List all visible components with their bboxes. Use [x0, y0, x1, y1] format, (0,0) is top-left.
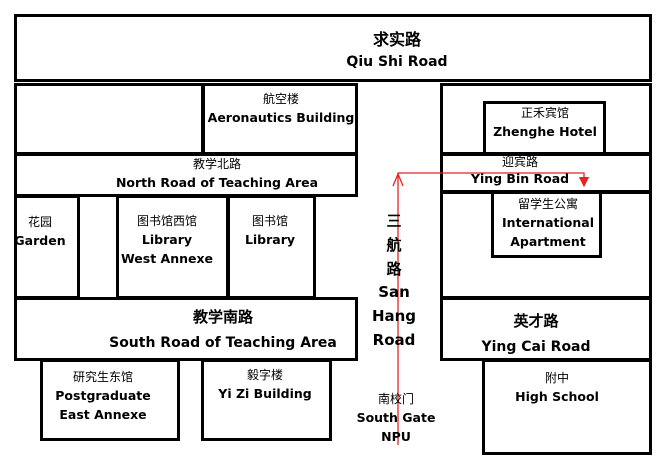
library-cn: 图书馆: [251, 214, 288, 228]
library-label: 图书馆 Library: [245, 214, 295, 248]
zhenghe-label: 正禾宾馆 Zhenghe Hotel: [493, 106, 597, 140]
library-block: [227, 195, 316, 299]
ying-cai-road-label: 英才路 Ying Cai Road: [481, 312, 590, 356]
yizi-label: 毅字楼 Yi Zi Building: [218, 368, 311, 402]
postgraduate-cn: 研究生东馆: [72, 370, 134, 384]
international-apartment-block: [491, 191, 602, 258]
ying-bin-road-en: Ying Bin Road: [470, 171, 570, 186]
south-teaching-road-en: South Road of Teaching Area: [109, 334, 337, 351]
san-hang-cn3: 路: [386, 259, 402, 278]
san-hang-en3: Road: [372, 330, 416, 349]
south-teaching-road-block: [14, 297, 358, 361]
route-start-arrow: [392, 172, 404, 187]
san-hang-cn1: 三: [386, 212, 402, 230]
international-en2: Apartment: [510, 233, 586, 249]
garden-cn: 花园: [27, 215, 52, 229]
postgraduate-en1: Postgraduate: [55, 388, 151, 403]
garden-label: 花园 Garden: [14, 215, 65, 249]
high-school-block: [482, 359, 652, 455]
yizi-cn: 毅字楼: [246, 368, 283, 382]
postgraduate-block: [40, 359, 180, 441]
qiu-shi-road-block: [14, 14, 652, 82]
south-gate-cn: 南校门: [377, 392, 414, 406]
south-teaching-road-cn: 教学南路: [192, 308, 253, 326]
library-west-en2: West Annexe: [120, 250, 214, 266]
south-gate-label: 南校门 South Gate NPU: [357, 392, 436, 444]
aeronautics-label: 航空楼 Aeronautics Building: [208, 92, 355, 126]
san-hang-road-label: 三 航 路 San Hang Road: [372, 212, 416, 350]
south-teaching-road-label: 教学南路 South Road of Teaching Area: [109, 308, 337, 352]
library-en: Library: [244, 232, 296, 247]
ying-bin-road-label: 迎宾路 Ying Bin Road: [471, 155, 569, 187]
south-gate-en1: South Gate: [356, 410, 436, 425]
international-en1: International: [502, 215, 594, 230]
international-label: 留学生公寓 International Apartment: [502, 197, 594, 249]
garden-en: Garden: [14, 233, 66, 248]
qiu-shi-road-cn: 求实路: [372, 30, 422, 49]
yizi-en: Yi Zi Building: [218, 386, 312, 401]
high-school-en: High School: [515, 389, 599, 404]
san-hang-en2: Hang: [371, 307, 417, 325]
aeronautics-cn: 航空楼: [262, 92, 299, 106]
north-teaching-road-cn: 教学北路: [192, 157, 241, 171]
international-cn: 留学生公寓: [517, 197, 578, 211]
postgraduate-en2: East Annexe: [59, 406, 147, 422]
postgraduate-label: 研究生东馆 Postgraduate East Annexe: [55, 370, 150, 422]
high-school-cn: 附中: [544, 371, 569, 385]
ying-cai-road-en: Ying Cai Road: [481, 338, 591, 355]
san-hang-cn2: 航: [386, 235, 402, 254]
qiu-shi-road-en: Qiu Shi Road: [346, 54, 448, 70]
aeronautics-en: Aeronautics Building: [207, 110, 355, 125]
south-gate-en2: NPU: [381, 428, 411, 444]
san-hang-en1: San: [378, 283, 410, 302]
zhenghe-en: Zhenghe Hotel: [493, 124, 597, 139]
high-school-label: 附中 High School: [515, 371, 599, 405]
yizi-building-block: [201, 359, 332, 441]
zhenghe-cn: 正禾宾馆: [520, 106, 569, 120]
library-west-label: 图书馆西馆 Library West Annexe: [121, 214, 213, 266]
north-teaching-road-label: 教学北路 North Road of Teaching Area: [116, 157, 318, 191]
north-teaching-road-block: [14, 153, 358, 197]
ying-cai-road-cn: 英才路: [513, 312, 559, 330]
ying-bin-road-cn: 迎宾路: [501, 155, 539, 169]
north-teaching-road-en: North Road of Teaching Area: [115, 175, 319, 190]
route-line: [397, 172, 590, 445]
library-west-en1: Library: [141, 232, 193, 247]
library-west-cn: 图书馆西馆: [136, 214, 198, 228]
qiu-shi-road-label: 求实路 Qiu Shi Road: [346, 30, 447, 72]
